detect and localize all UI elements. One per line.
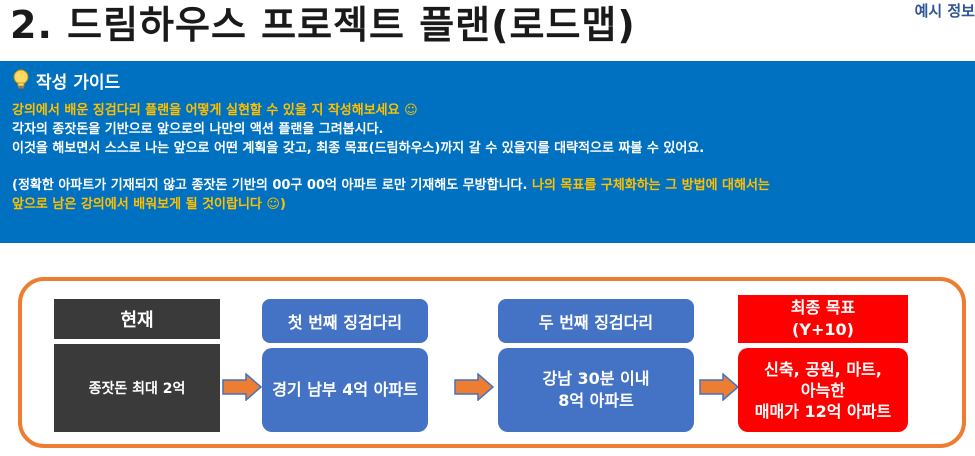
arrow-right-icon: [699, 373, 739, 401]
goal-content: 신축, 공원, 마트, 아늑한 매매가 12억 아파트: [738, 348, 908, 432]
current-content: 종잣돈 최대 2억: [54, 344, 220, 432]
guide-line-4: (정확한 아파트가 기재되지 않고 종잣돈 기반의 00구 00억 아파트 로만…: [12, 176, 963, 195]
goal-header-line1: 최종 목표: [790, 298, 856, 317]
guide-line-1: 강의에서 배운 징검다리 플랜을 어떻게 실현할 수 있을 지 작성해보세요 ☺: [12, 103, 418, 118]
step1-header: 첫 번째 징검다리: [262, 299, 428, 343]
step2-header: 두 번째 징검다리: [498, 299, 694, 343]
page-title: 2. 드림하우스 프로젝트 플랜(로드맵): [10, 3, 636, 47]
guide-line-4-white: (정확한 아파트가 기재되지 않고 종잣돈 기반의 00구 00억 아파트 로만…: [12, 178, 532, 193]
roadmap-frame: 현재 종잣돈 최대 2억 첫 번째 징검다리 경기 남부 4억 아파트 두 번째…: [18, 277, 966, 448]
arrow-right-icon: [222, 373, 262, 401]
lightbulb-icon: [13, 69, 29, 91]
step2-content: 강남 30분 이내 8억 아파트: [498, 348, 694, 432]
arrow-right-icon: [454, 373, 494, 401]
corner-label: 예시 정보: [914, 2, 975, 20]
goal-header: 최종 목표 (Y+10): [738, 295, 908, 343]
goal-content-line1: 신축, 공원, 마트,: [764, 359, 882, 379]
guide-header: 작성 가이드: [12, 67, 963, 93]
guide-heading: 작성 가이드: [36, 72, 121, 93]
guide-panel: 작성 가이드 강의에서 배운 징검다리 플랜을 어떻게 실현할 수 있을 지 작…: [0, 61, 975, 243]
guide-line-5: 앞으로 남은 강의에서 배워보게 될 것이랍니다 ☺): [12, 197, 286, 212]
guide-line-2: 각자의 종잣돈을 기반으로 앞으로의 나만의 액션 플랜을 그려봅시다.: [12, 122, 384, 137]
step2-content-line1: 강남 30분 이내: [542, 369, 650, 388]
goal-content-line3: 매매가 12억 아파트: [754, 401, 892, 421]
guide-line-3: 이것을 해보면서 스스로 나는 앞으로 어떤 계획을 갖고, 최종 목표(드림하…: [12, 141, 705, 156]
step1-content: 경기 남부 4억 아파트: [262, 348, 428, 432]
step2-content-line2: 8억 아파트: [558, 391, 634, 410]
current-header: 현재: [54, 299, 220, 339]
goal-header-line2: (Y+10): [792, 320, 854, 339]
guide-line-4-highlight: 나의 목표를 구체화하는 그 방법에 대해서는: [531, 178, 770, 193]
goal-content-line2: 아늑한: [800, 380, 846, 400]
